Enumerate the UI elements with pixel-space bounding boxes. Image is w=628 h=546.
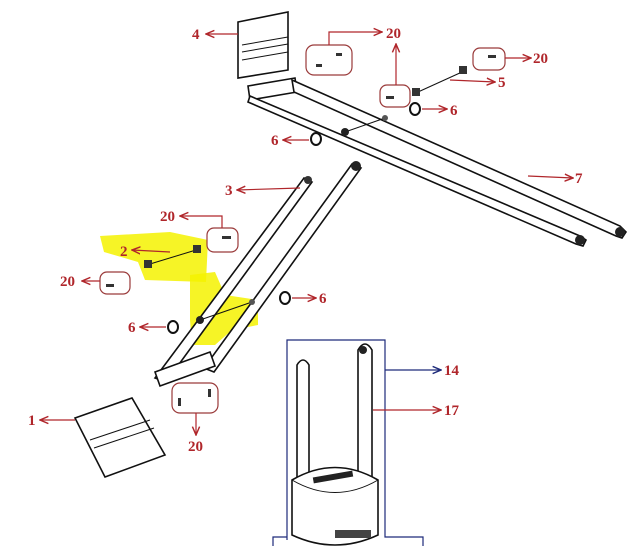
- callout-4: 4: [192, 27, 200, 43]
- part-7-upper-arm: [247, 77, 628, 247]
- callout-20: 20: [533, 51, 548, 67]
- screw-box-20: [171, 382, 219, 414]
- callout-3: 3: [225, 183, 233, 199]
- callout-6: 6: [450, 103, 458, 119]
- callout-7: 7: [575, 171, 583, 187]
- callout-20: 20: [386, 26, 401, 42]
- part-1-end-plate: [73, 397, 167, 478]
- screw-box-20: [379, 84, 411, 108]
- callout-6: 6: [271, 133, 279, 149]
- callout-20: 20: [60, 274, 75, 290]
- lamp-base: [291, 466, 379, 546]
- callout-20: 20: [188, 439, 203, 455]
- callout-6: 6: [128, 320, 136, 336]
- part-5-rod: [412, 66, 467, 96]
- screw-box-20: [206, 227, 239, 253]
- screw-box-20: [305, 44, 353, 76]
- washer-6: [279, 291, 291, 305]
- part-14-outline: [272, 339, 424, 546]
- callout-1: 1: [28, 413, 36, 429]
- callout-2: 2: [120, 244, 128, 260]
- washer-6: [167, 320, 179, 334]
- screw-box-20: [99, 271, 131, 295]
- part-4-end-plate: [237, 11, 289, 79]
- callout-5: 5: [498, 75, 506, 91]
- highlight-part-2: [100, 232, 208, 282]
- callout-14: 14: [444, 363, 460, 379]
- callout-6: 6: [319, 291, 327, 307]
- washer-6: [310, 132, 322, 146]
- screw-box-20: [472, 47, 506, 71]
- washer-6: [409, 102, 421, 116]
- callout-17: 17: [444, 403, 460, 419]
- part-2-rod: [144, 245, 201, 268]
- part-3-lower-arm: [153, 161, 363, 388]
- callout-20: 20: [160, 209, 175, 225]
